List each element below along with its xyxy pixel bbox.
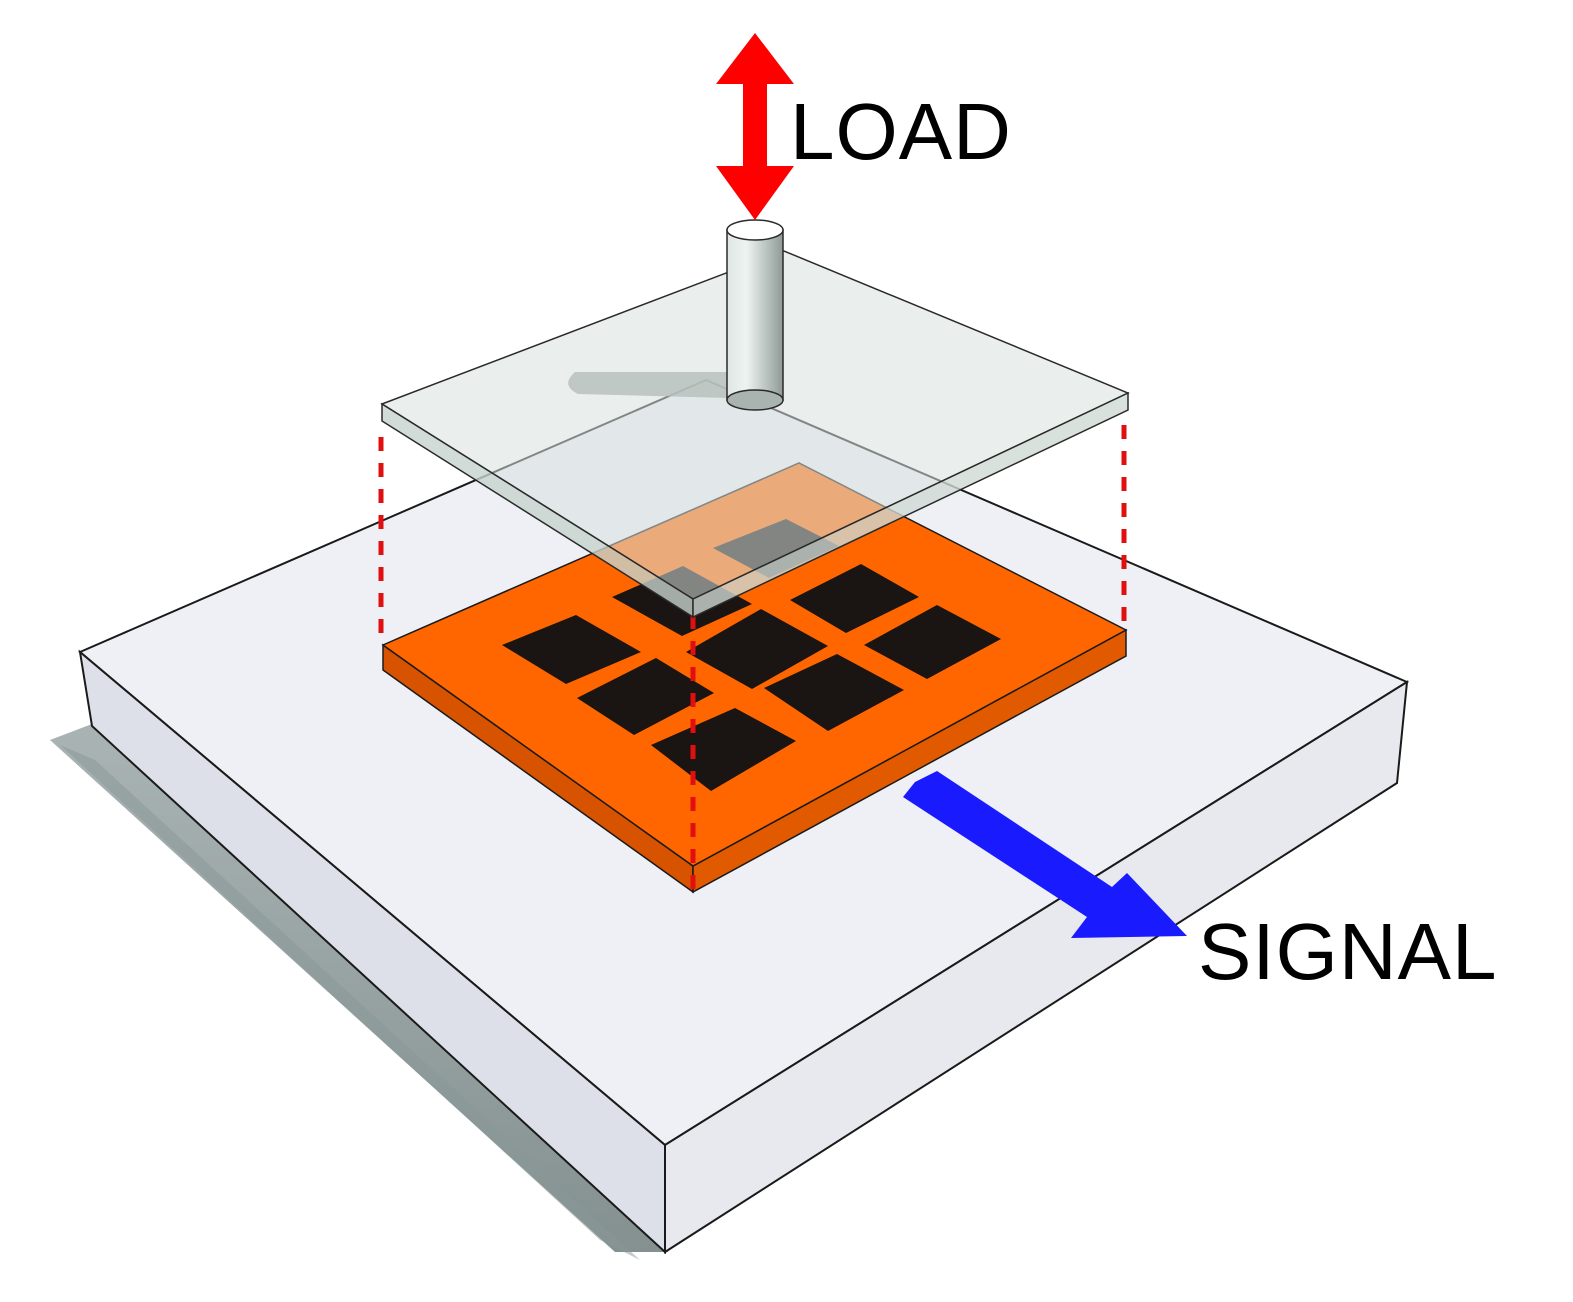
sensing-pad [790,564,919,633]
sensing-pad [577,658,714,735]
sensing-pad [686,609,828,689]
sensing-pad [764,654,904,731]
plunger-top [726,219,784,241]
alignment-guides [378,425,1127,892]
plunger-bottom [726,389,784,411]
signal-arrow-icon [903,771,1187,938]
plunger-body [726,229,784,401]
platform-right-face [664,680,1409,1254]
sensing-pad [864,605,1001,679]
load-label: LOAD [790,87,1012,176]
sensor-board [381,462,1128,894]
plunger-cylinder [726,219,784,411]
load-arrow-icon [716,33,794,220]
platform-shadow [50,724,668,1252]
sensing-pad [651,708,796,791]
glass-plate [380,250,1130,619]
platform-shadow-soft [60,745,640,1260]
sensing-pad [502,615,641,684]
signal-label: SIGNAL [1198,907,1498,996]
glass-plate-front-right [692,391,1129,619]
